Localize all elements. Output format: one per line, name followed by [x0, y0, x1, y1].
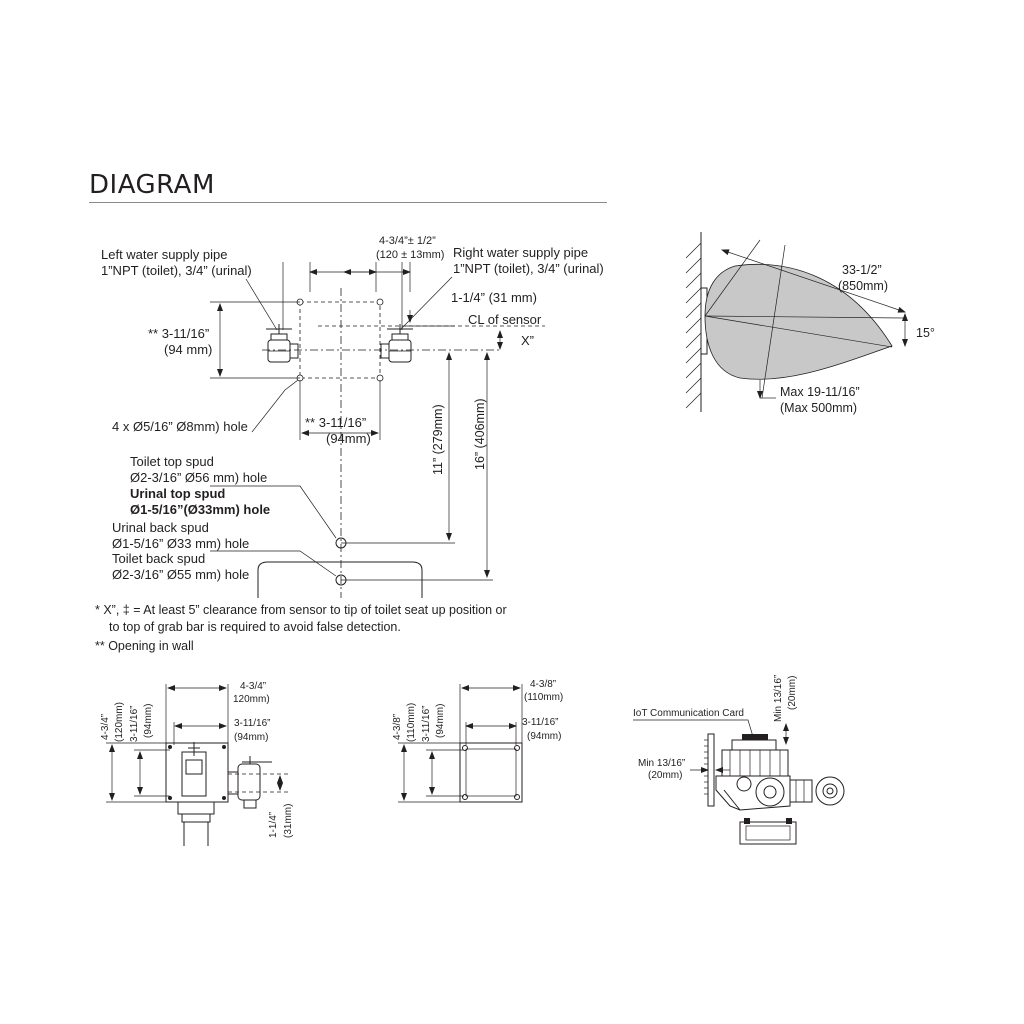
right-pipe-label: Right water supply pipe [453, 245, 588, 260]
front-a-width-outer-mm: 120mm) [233, 694, 270, 705]
pipe-spacing-dim: 4-3/4”± 1/2” [379, 235, 436, 247]
note-clearance-2: to top of grab bar is required to avoid … [109, 620, 401, 634]
right-pipe-size: 1”NPT (toilet), 3/4” (urinal) [453, 261, 604, 276]
min-top-dim: Min 13/16” [773, 675, 784, 722]
min-left-dim-mm: (20mm) [648, 770, 682, 781]
max-depth-mm: (Max 500mm) [780, 401, 857, 415]
title-divider [89, 202, 607, 203]
front-a-side-dim: 1-1/4” [268, 812, 279, 838]
front-a-height-outer-mm: (120mm) [114, 702, 125, 742]
toilet-back-spud-size: Ø2-3/16” Ø55 mm) hole [112, 567, 249, 582]
mount-holes-label: 4 x Ø5/16” Ø8mm) hole [112, 419, 248, 434]
dim-11-label: 11” (279mm) [431, 404, 445, 475]
side-view-iot: IoT Communication Card Min 13/16” (20mm)… [633, 675, 845, 845]
front-b-width-inner: 3-11/16” [522, 717, 559, 728]
back-spud-hole [335, 574, 347, 586]
opening-height-mm: (94 mm) [164, 342, 212, 357]
dim-16-label: 16” (406mm) [473, 398, 487, 470]
note-opening: ** Opening in wall [95, 639, 194, 653]
urinal-top-spud-size: Ø1-5/16”(Ø33mm) hole [130, 502, 270, 517]
front-a-height-inner-mm: (94mm) [143, 704, 154, 738]
range-dim-label: 33-1/2” [842, 263, 882, 277]
urinal-top-spud-label: Urinal top spud [130, 486, 225, 501]
top-plan-view: Left water supply pipe 1”NPT (toilet), 3… [101, 235, 604, 598]
angle-label: 15° [916, 326, 935, 340]
front-b-height-inner: 3-11/16” [421, 705, 432, 742]
offset-dim: 1-1/4” (31 mm) [451, 290, 537, 305]
front-a-width-outer: 4-3/4” [240, 681, 266, 692]
front-b-height-inner-mm: (94mm) [435, 704, 446, 738]
pipe-spacing-mm: (120 ± 13mm) [376, 249, 444, 261]
front-b-height-outer-mm: (110mm) [406, 703, 417, 742]
iot-card-label: IoT Communication Card [633, 708, 744, 719]
front-a-height-inner: 3-11/16” [129, 705, 140, 742]
range-dim-mm: (850mm) [838, 279, 888, 293]
min-left-dim: Min 13/16” [638, 758, 685, 769]
front-b-width-outer: 4-3/8” [530, 679, 556, 690]
front-view-a: 4-3/4” 120mm) 3-11/16” (94mm) 4-3/4” (12… [100, 681, 294, 846]
top-spud-hole [335, 537, 347, 549]
min-top-dim-mm: (20mm) [787, 676, 798, 710]
front-a-width-inner: 3-11/16” [234, 718, 271, 729]
note-clearance: * X”, ‡ = At least 5” clearance from sen… [95, 603, 507, 617]
x-clearance-label: X” [521, 333, 534, 348]
max-depth-label: Max 19-11/16” [780, 385, 860, 399]
left-pipe-size: 1”NPT (toilet), 3/4” (urinal) [101, 263, 252, 278]
toilet-back-spud-label: Toilet back spud [112, 551, 205, 566]
front-b-width-outer-mm: (110mm) [524, 692, 563, 703]
sensor-centerline-label: CL of sensor [468, 312, 542, 327]
front-view-b: 4-3/8” (110mm) 3-11/16” (94mm) 4-3/8” (1… [392, 679, 563, 803]
front-b-height-outer: 4-3/8” [392, 714, 403, 740]
toilet-top-spud-label: Toilet top spud [130, 454, 214, 469]
sensor-range-view: 33-1/2” (850mm) 15° Max 19-11/16” (Max 5… [685, 232, 935, 415]
left-pipe-label: Left water supply pipe [101, 247, 227, 262]
front-a-side-dim-mm: (31mm) [283, 804, 294, 838]
urinal-back-spud-size: Ø1-5/16” Ø33 mm) hole [112, 536, 249, 551]
urinal-back-spud-label: Urinal back spud [112, 520, 209, 535]
toilet-top-spud-size: Ø2-3/16” Ø56 mm) hole [130, 470, 267, 485]
front-a-height-outer: 4-3/4” [100, 714, 111, 740]
opening-width-dim: ** 3-11/16” [305, 415, 366, 430]
right-valve-icon [380, 324, 413, 363]
left-valve-icon [266, 324, 299, 363]
page-title: DIAGRAM [89, 170, 215, 200]
opening-height-dim: ** 3-11/16” [148, 326, 209, 341]
front-b-width-inner-mm: (94mm) [527, 731, 561, 742]
front-a-width-inner-mm: (94mm) [234, 732, 268, 743]
